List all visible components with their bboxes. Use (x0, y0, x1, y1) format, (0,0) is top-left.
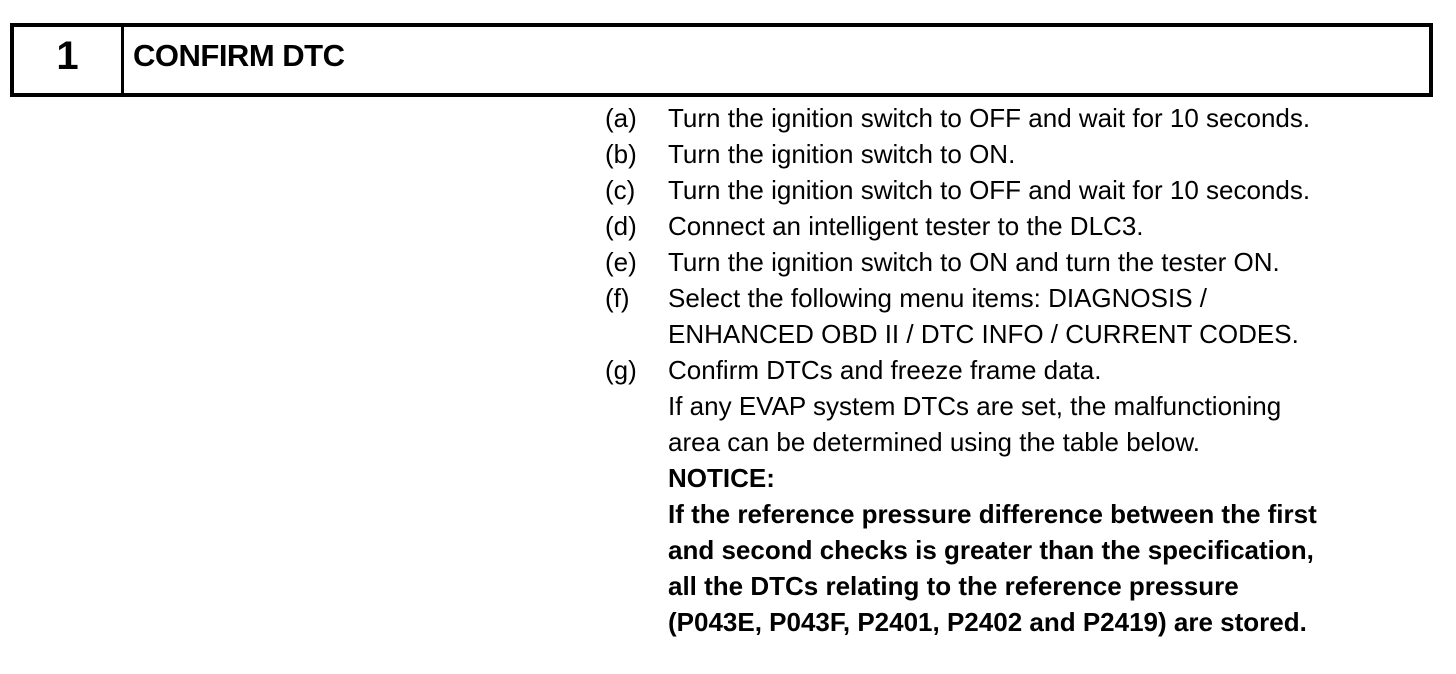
step-lines: Confirm DTCs and freeze frame data. If a… (668, 352, 1450, 640)
step-line: area can be determined using the table b… (668, 427, 1200, 457)
step-number: 1 (56, 33, 79, 78)
step-lines: Select the following menu items: DIAGNOS… (668, 280, 1450, 352)
step-line: Turn the ignition switch to OFF and wait… (668, 175, 1311, 205)
procedure-step-f: (f) Select the following menu items: DIA… (605, 280, 1450, 352)
step-label: (d) (605, 211, 637, 241)
step-line: Connect an intelligent tester to the DLC… (668, 211, 1144, 241)
procedure-step-g: (g) Confirm DTCs and freeze frame data. … (605, 352, 1450, 640)
step-lines: Turn the ignition switch to ON and turn … (668, 244, 1450, 280)
step-line: Turn the ignition switch to ON and turn … (668, 247, 1280, 277)
notice-line: all the DTCs relating to the reference p… (668, 571, 1239, 601)
step-line: Turn the ignition switch to ON. (668, 139, 1016, 169)
step-title: CONFIRM DTC (133, 38, 345, 73)
step-line: Turn the ignition switch to OFF and wait… (668, 103, 1311, 133)
step-lines: Turn the ignition switch to ON. (668, 136, 1450, 172)
step-label: (e) (605, 247, 637, 277)
step-label: (a) (605, 103, 637, 133)
step-title-cell: CONFIRM DTC (124, 27, 1429, 93)
step-line: If any EVAP system DTCs are set, the mal… (668, 391, 1282, 421)
step-line: Select the following menu items: DIAGNOS… (668, 283, 1207, 313)
procedure-step-b: (b) Turn the ignition switch to ON. (605, 136, 1450, 172)
step-header-table: 1 CONFIRM DTC (10, 23, 1433, 97)
step-lines: Turn the ignition switch to OFF and wait… (668, 100, 1450, 136)
procedure-step-d: (d) Connect an intelligent tester to the… (605, 208, 1450, 244)
step-label: (b) (605, 139, 637, 169)
procedure-list: (a) Turn the ignition switch to OFF and … (605, 100, 1450, 640)
step-label: (c) (605, 175, 636, 205)
step-line: Confirm DTCs and freeze frame data. (668, 355, 1102, 385)
step-label: (f) (605, 283, 630, 313)
step-line: ENHANCED OBD II / DTC INFO / CURRENT COD… (668, 319, 1299, 349)
procedure-step-e: (e) Turn the ignition switch to ON and t… (605, 244, 1450, 280)
step-number-cell: 1 (14, 27, 124, 93)
step-lines: Connect an intelligent tester to the DLC… (668, 208, 1450, 244)
step-lines: Turn the ignition switch to OFF and wait… (668, 172, 1450, 208)
notice-line: (P043E, P043F, P2401, P2402 and P2419) a… (668, 607, 1307, 637)
procedure-step-c: (c) Turn the ignition switch to OFF and … (605, 172, 1450, 208)
notice-line: and second checks is greater than the sp… (668, 535, 1314, 565)
notice-heading: NOTICE: (668, 463, 775, 493)
procedure-step-a: (a) Turn the ignition switch to OFF and … (605, 100, 1450, 136)
step-label: (g) (605, 355, 637, 385)
notice-line: If the reference pressure difference bet… (668, 499, 1317, 529)
